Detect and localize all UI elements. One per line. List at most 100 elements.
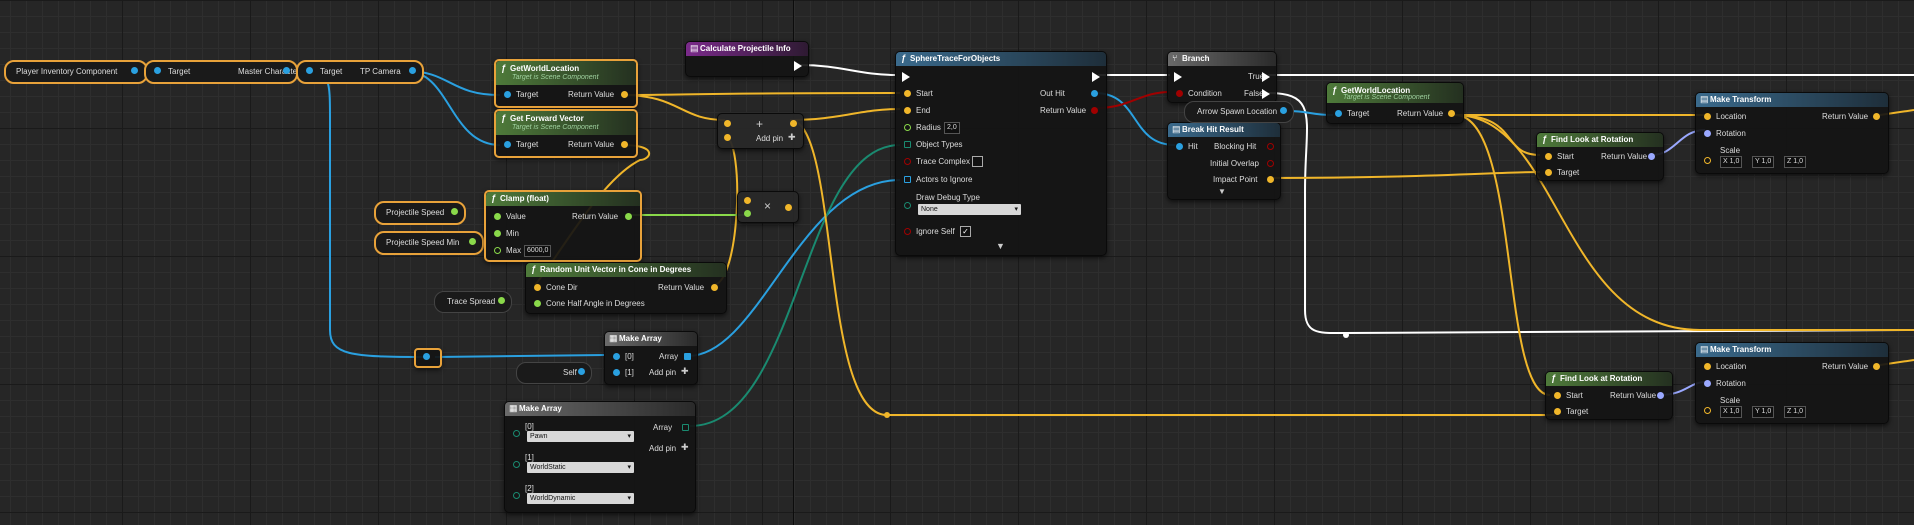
find-look-at-rotation-node[interactable]: ƒ Find Look at Rotation Start Return Val… xyxy=(1536,132,1664,181)
add-vector-node[interactable]: + Add pin ✚ xyxy=(717,113,804,149)
element-1-pin[interactable] xyxy=(513,461,520,468)
input-pin-a[interactable] xyxy=(744,197,751,204)
true-exec-pin[interactable] xyxy=(1262,72,1270,82)
object-type-dropdown[interactable]: WorldDynamic xyxy=(527,493,634,504)
input-pin-b[interactable] xyxy=(744,210,751,217)
array-pin[interactable] xyxy=(684,353,691,360)
object-types-pin[interactable] xyxy=(904,141,911,148)
branch-node[interactable]: ⑂ Branch True Condition False xyxy=(1167,51,1277,103)
start-pin[interactable] xyxy=(904,90,911,97)
location-pin[interactable] xyxy=(1704,113,1711,120)
element-2-pin[interactable] xyxy=(513,492,520,499)
target-pin[interactable] xyxy=(504,91,511,98)
player-inventory-component-node[interactable]: Player Inventory Component xyxy=(4,60,148,84)
input-pin-b[interactable] xyxy=(724,134,731,141)
return-value-pin[interactable] xyxy=(1448,110,1455,117)
return-value-pin[interactable] xyxy=(1657,392,1664,399)
exec-in-pin[interactable] xyxy=(902,72,910,82)
value-pin[interactable] xyxy=(494,213,501,220)
return-value-pin[interactable] xyxy=(621,91,628,98)
scale-y-field[interactable]: Y 1,0 xyxy=(1752,406,1775,418)
output-pin[interactable] xyxy=(469,238,476,245)
master-character-node[interactable]: Target Master Character xyxy=(144,60,300,84)
get-forward-vector-node[interactable]: ƒ Get Forward Vector Target is Scene Com… xyxy=(494,109,638,158)
clamp-float-node[interactable]: ƒ Clamp (float) Value Return Value Min M… xyxy=(484,190,642,262)
return-value-pin[interactable] xyxy=(1648,153,1655,160)
return-value-pin[interactable] xyxy=(1091,107,1098,114)
add-pin-label[interactable]: Add pin xyxy=(649,368,677,377)
output-pin[interactable] xyxy=(790,120,797,127)
get-world-location-node[interactable]: ƒ GetWorldLocation Target is Scene Compo… xyxy=(1326,82,1464,124)
output-pin[interactable] xyxy=(131,67,138,74)
start-pin[interactable] xyxy=(1554,392,1561,399)
half-angle-pin[interactable] xyxy=(534,300,541,307)
draw-debug-pin[interactable] xyxy=(904,202,911,209)
find-look-at-rotation-node[interactable]: ƒ Find Look at Rotation Start Return Val… xyxy=(1545,371,1673,420)
max-field[interactable]: 6000,0 xyxy=(524,245,552,257)
multiply-node[interactable]: × xyxy=(737,191,799,223)
trace-complex-checkbox[interactable] xyxy=(972,156,983,167)
target-pin[interactable] xyxy=(306,67,313,74)
return-value-pin[interactable] xyxy=(1873,113,1880,120)
ignore-self-checkbox[interactable]: ✓ xyxy=(960,226,971,237)
plus-icon[interactable]: ✚ xyxy=(681,366,689,376)
exec-out-pin[interactable] xyxy=(794,61,802,71)
target-pin[interactable] xyxy=(1554,408,1561,415)
return-value-pin[interactable] xyxy=(711,284,718,291)
random-unit-vector-in-cone-node[interactable]: ƒ Random Unit Vector in Cone in Degrees … xyxy=(525,262,727,314)
scale-y-field[interactable]: Y 1,0 xyxy=(1752,156,1775,168)
output-pin[interactable] xyxy=(409,67,416,74)
return-value-pin[interactable] xyxy=(625,213,632,220)
chevron-down-icon[interactable]: ▼ xyxy=(1218,187,1226,196)
object-type-dropdown[interactable]: Pawn xyxy=(527,431,634,442)
blocking-hit-pin[interactable] xyxy=(1267,143,1274,150)
target-pin[interactable] xyxy=(1335,110,1342,117)
calculate-projectile-info-node[interactable]: ▤ Calculate Projectile Info xyxy=(685,41,809,77)
output-pin[interactable] xyxy=(451,208,458,215)
rotation-pin[interactable] xyxy=(1704,380,1711,387)
output-pin[interactable] xyxy=(1280,107,1287,114)
add-pin-label[interactable]: Add pin xyxy=(756,134,784,143)
scale-z-field[interactable]: Z 1,0 xyxy=(1784,406,1806,418)
target-pin[interactable] xyxy=(1545,169,1552,176)
plus-icon[interactable]: ✚ xyxy=(788,132,796,142)
self-node[interactable]: Self xyxy=(516,362,592,384)
location-pin[interactable] xyxy=(1704,363,1711,370)
make-array-node[interactable]: ▦ Make Array Array Add pin ✚ [0] Pawn [1… xyxy=(504,401,696,513)
cone-dir-pin[interactable] xyxy=(534,284,541,291)
scale-x-field[interactable]: X 1,0 xyxy=(1720,406,1743,418)
add-pin-label[interactable]: Add pin xyxy=(649,444,677,453)
end-pin[interactable] xyxy=(904,107,911,114)
element-1-pin[interactable] xyxy=(613,369,620,376)
get-world-location-node[interactable]: ƒ GetWorldLocation Target is Scene Compo… xyxy=(494,59,638,108)
condition-pin[interactable] xyxy=(1176,90,1183,97)
radius-pin[interactable] xyxy=(904,124,911,131)
make-transform-node[interactable]: ▤ Make Transform Location Return Value R… xyxy=(1695,342,1889,424)
impact-point-pin[interactable] xyxy=(1267,176,1274,183)
start-pin[interactable] xyxy=(1545,153,1552,160)
return-value-pin[interactable] xyxy=(621,141,628,148)
return-value-pin[interactable] xyxy=(1873,363,1880,370)
ignore-self-pin[interactable] xyxy=(904,228,911,235)
arrow-spawn-location-node[interactable]: Arrow Spawn Location xyxy=(1184,101,1294,123)
initial-overlap-pin[interactable] xyxy=(1267,160,1274,167)
make-transform-node[interactable]: ▤ Make Transform Location Return Value R… xyxy=(1695,92,1889,174)
trace-complex-pin[interactable] xyxy=(904,158,911,165)
exec-in-pin[interactable] xyxy=(1174,72,1182,82)
scale-pin[interactable] xyxy=(1704,157,1711,164)
object-type-dropdown[interactable]: WorldStatic xyxy=(527,462,634,473)
radius-field[interactable]: 2,0 xyxy=(944,122,960,134)
actors-to-ignore-pin[interactable] xyxy=(904,176,911,183)
target-pin[interactable] xyxy=(154,67,161,74)
draw-debug-dropdown[interactable]: None xyxy=(918,204,1021,215)
target-pin[interactable] xyxy=(504,141,511,148)
trace-spread-node[interactable]: Trace Spread xyxy=(434,291,512,313)
scale-pin[interactable] xyxy=(1704,407,1711,414)
input-pin-a[interactable] xyxy=(724,120,731,127)
scale-x-field[interactable]: X 1,0 xyxy=(1720,156,1743,168)
hit-pin[interactable] xyxy=(1176,143,1183,150)
element-0-pin[interactable] xyxy=(513,430,520,437)
projectile-speed-min-node[interactable]: Projectile Speed Min xyxy=(374,231,484,255)
array-pin[interactable] xyxy=(682,424,689,431)
chevron-down-icon[interactable]: ▼ xyxy=(996,241,1005,251)
